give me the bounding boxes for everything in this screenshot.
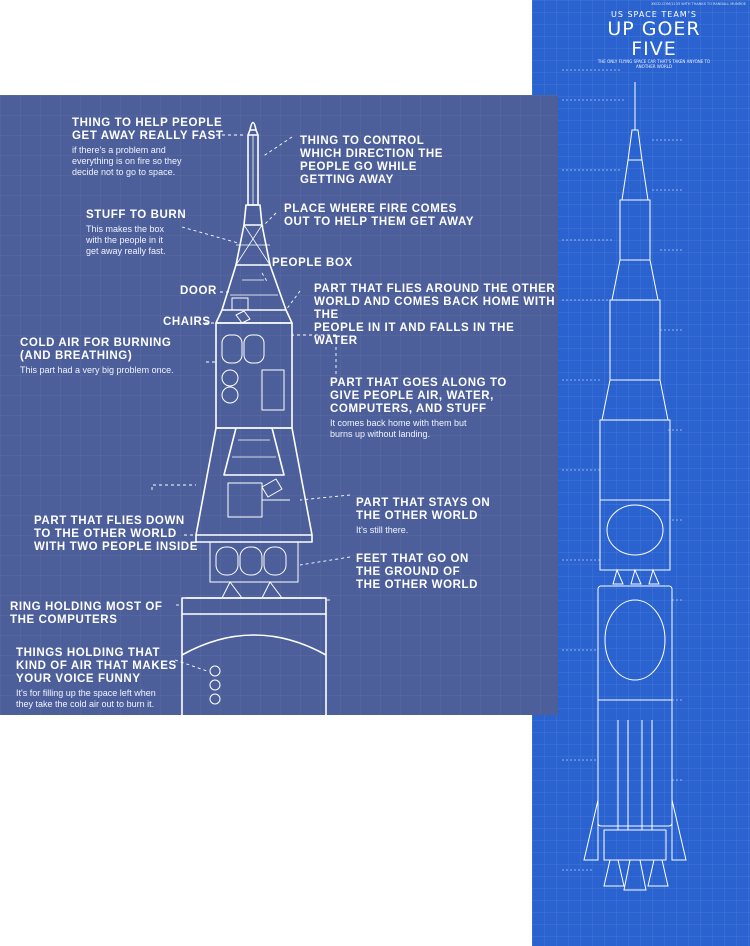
label-door: DOOR: [180, 285, 217, 298]
up-goer-five-poster: XKCD.COM/1133 WITH THANKS TO RANDALL MUN…: [532, 0, 750, 946]
label-cold-air: COLD AIR FOR BURNING (AND BREATHING) Thi…: [20, 337, 174, 376]
poster-subtitle: THE ONLY FLYING SPACE CAR THAT'S TAKEN A…: [597, 59, 711, 69]
label-people-box: PEOPLE BOX: [272, 257, 353, 270]
label-ring: RING HOLDING MOST OF THE COMPUTERS: [10, 601, 163, 627]
label-chairs: CHAIRS: [163, 316, 211, 329]
label-flies-around-heading: PART THAT FLIES AROUND THE OTHER WORLD A…: [314, 283, 556, 347]
label-chairs-heading: CHAIRS: [163, 316, 211, 328]
poster-title-small: US SPACE TEAM'S: [611, 10, 697, 19]
label-fire-place-heading: PLACE WHERE FIRE COMES OUT TO HELP THEM …: [284, 203, 475, 228]
label-people-box-heading: PEOPLE BOX: [272, 257, 353, 269]
label-control-heading: THING TO CONTROL WHICH DIRECTION THE PEO…: [300, 135, 444, 186]
poster-credit: XKCD.COM/1133 WITH THANKS TO RANDALL MUN…: [651, 2, 746, 6]
label-goes-along-desc: It comes back home with them but burns u…: [330, 418, 467, 439]
label-escape-tower-desc: if there's a problem and everything is o…: [72, 145, 182, 177]
poster-title-block: US SPACE TEAM'S UP GOER FIVE THE ONLY FL…: [594, 10, 714, 69]
label-feet: FEET THAT GO ON THE GROUND OF THE OTHER …: [356, 553, 478, 592]
rocket-upper-stage-drawing: [151, 121, 351, 715]
label-escape-tower-heading: THING TO HELP PEOPLE GET AWAY REALLY FAS…: [72, 117, 224, 142]
label-cold-air-heading: COLD AIR FOR BURNING (AND BREATHING): [20, 337, 172, 362]
label-goes-along: PART THAT GOES ALONG TO GIVE PEOPLE AIR,…: [330, 377, 507, 440]
label-stays-on-heading: PART THAT STAYS ON THE OTHER WORLD: [356, 497, 491, 522]
label-stuff-to-burn-heading: STUFF TO BURN: [86, 209, 187, 221]
label-feet-heading: FEET THAT GO ON THE GROUND OF THE OTHER …: [356, 553, 479, 591]
label-flies-down-heading: PART THAT FLIES DOWN TO THE OTHER WORLD …: [34, 515, 198, 553]
label-cold-air-desc: This part had a very big problem once.: [20, 365, 174, 375]
label-funny-air-desc: It's for filling up the space left when …: [16, 688, 156, 709]
label-flies-down: PART THAT FLIES DOWN TO THE OTHER WORLD …: [34, 515, 198, 554]
label-goes-along-heading: PART THAT GOES ALONG TO GIVE PEOPLE AIR,…: [330, 377, 507, 415]
label-door-heading: DOOR: [180, 285, 217, 297]
rocket-detail-panel: THING TO HELP PEOPLE GET AWAY REALLY FAS…: [0, 95, 558, 715]
label-stays-on: PART THAT STAYS ON THE OTHER WORLD It's …: [356, 497, 490, 536]
label-funny-air-heading: THINGS HOLDING THAT KIND OF AIR THAT MAK…: [16, 647, 177, 685]
label-fire-place: PLACE WHERE FIRE COMES OUT TO HELP THEM …: [284, 203, 474, 229]
label-ring-heading: RING HOLDING MOST OF THE COMPUTERS: [10, 601, 163, 626]
poster-title: UP GOER FIVE: [607, 18, 701, 60]
label-stuff-to-burn-desc: This makes the box with the people in it…: [86, 224, 166, 256]
label-stuff-to-burn: STUFF TO BURN This makes the box with th…: [86, 209, 186, 257]
label-flies-around: PART THAT FLIES AROUND THE OTHER WORLD A…: [314, 283, 558, 348]
full-rocket-blueprint: [562, 69, 687, 891]
label-escape-tower: THING TO HELP PEOPLE GET AWAY REALLY FAS…: [72, 117, 224, 178]
label-stays-on-desc: It's still there.: [356, 525, 409, 535]
label-funny-air: THINGS HOLDING THAT KIND OF AIR THAT MAK…: [16, 647, 177, 710]
label-control: THING TO CONTROL WHICH DIRECTION THE PEO…: [300, 135, 443, 187]
